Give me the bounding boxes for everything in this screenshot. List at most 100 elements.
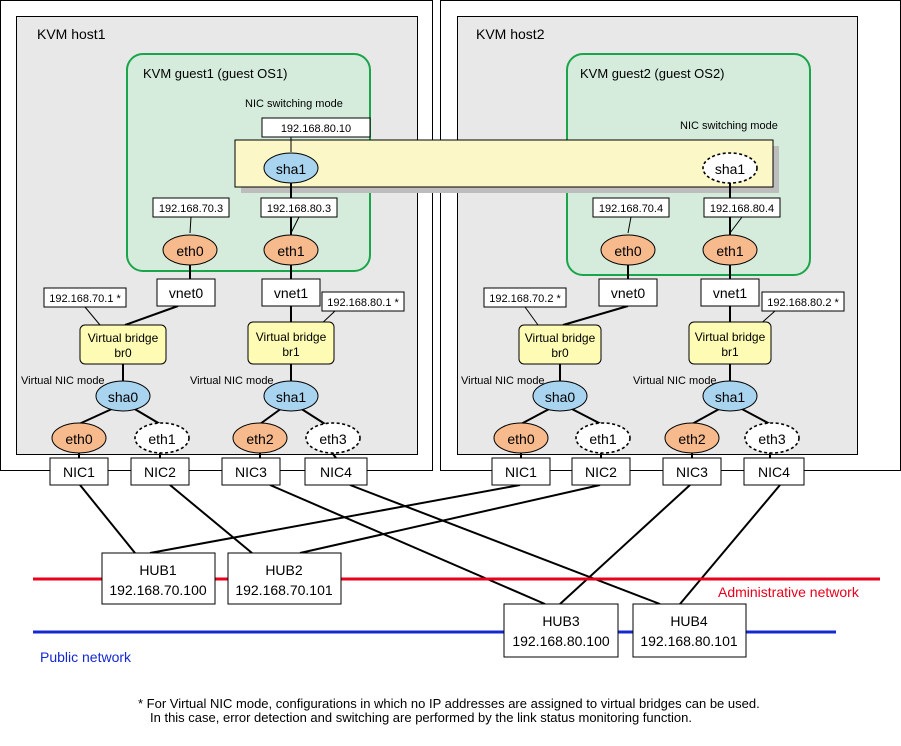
svg-text:vnet0: vnet0 (169, 285, 203, 301)
guest1-eth0-interface (162, 234, 218, 266)
guest1-eth1-ip: 192.168.80.3 (267, 203, 331, 215)
svg-text:br1: br1 (721, 345, 739, 359)
guest2-eth0-interface (600, 234, 656, 266)
hub2: HUB2 192.168.70.101 (227, 552, 342, 605)
hub3: HUB3 192.168.80.100 (503, 603, 619, 658)
host1-nics: NIC1 NIC2 NIC3 NIC4 (49, 457, 368, 486)
host2-virtual-bridge-br1 (688, 321, 772, 365)
svg-text:eth0: eth0 (507, 431, 534, 447)
svg-text:HUB4: HUB4 (670, 613, 708, 629)
hub1: HUB1 192.168.70.100 (101, 552, 216, 605)
host1-br0-ip: 192.168.70.1 * (49, 293, 121, 305)
hub4: HUB4 192.168.80.101 (632, 603, 747, 658)
host2-br1-ip: 192.168.80.2 * (767, 297, 839, 309)
svg-text:NIC4: NIC4 (320, 464, 352, 480)
svg-text:NIC3: NIC3 (235, 464, 267, 480)
svg-text:NIC2: NIC2 (144, 464, 176, 480)
svg-text:Virtual bridge: Virtual bridge (525, 331, 596, 345)
guest2-eth0-label: eth0 (614, 243, 641, 259)
nic-switching-band (234, 139, 774, 188)
svg-text:eth2: eth2 (246, 431, 273, 447)
host2-nic1 (491, 457, 551, 486)
svg-text:NIC2: NIC2 (585, 464, 617, 480)
host2-eth0-interface (493, 422, 549, 454)
guest2-nic-switching-label: NIC switching mode (680, 120, 778, 132)
svg-text:sha1: sha1 (715, 389, 746, 405)
guest1-sha1-label: sha1 (276, 161, 307, 177)
host2-eth1-interface (575, 422, 631, 454)
svg-text:vnet1: vnet1 (274, 285, 308, 301)
guest2-sha1-label: sha1 (715, 161, 746, 177)
host1-virtual-bridge-br1 (247, 321, 335, 365)
guest1-eth1-interface (263, 234, 319, 266)
svg-text:eth0: eth0 (65, 431, 92, 447)
administrative-network-label: Administrative network (718, 584, 860, 600)
svg-text:NIC1: NIC1 (505, 464, 537, 480)
host1-sha0-interface (95, 380, 151, 412)
host2-nic2 (571, 457, 631, 486)
host1-eth3-interface (305, 422, 361, 454)
guest2-title: KVM guest2 (guest OS2) (580, 66, 725, 81)
guest2-eth1-interface (702, 234, 758, 266)
svg-text:eth1: eth1 (589, 431, 616, 447)
guest1-nic-switching-label: NIC switching mode (245, 98, 343, 110)
host1-br1-ip: 192.168.80.1 * (327, 297, 399, 309)
footnote-line2: In this case, error detection and switch… (150, 710, 692, 725)
svg-text:192.168.80.101: 192.168.80.101 (640, 633, 738, 649)
svg-text:HUB2: HUB2 (265, 562, 303, 578)
host2-br0-ip: 192.168.70.2 * (489, 293, 561, 305)
host2-nics: NIC1 NIC2 NIC3 NIC4 (491, 457, 805, 486)
guest1-eth0-ip: 192.168.70.3 (159, 203, 223, 215)
host1-nic2 (130, 457, 190, 486)
host2-virtual-nic-mode-a: Virtual NIC mode (461, 375, 545, 387)
host2-eth3-interface (744, 422, 800, 454)
host1-sha1-interface (263, 380, 319, 412)
host2-nic3 (662, 457, 722, 486)
host1-virtual-nic-mode-a: Virtual NIC mode (21, 375, 105, 387)
host1-eth2-interface (232, 422, 288, 454)
nic-hub-cabling (79, 484, 781, 605)
svg-text:br0: br0 (551, 346, 569, 360)
host1-virtual-nic-mode-b: Virtual NIC mode (190, 375, 274, 387)
guest1-sha1-interface (263, 152, 319, 184)
guest2-sha1-interface (702, 152, 758, 184)
svg-text:vnet1: vnet1 (713, 285, 747, 301)
guest1-eth1-label: eth1 (277, 243, 304, 259)
guest1-title: KVM guest1 (guest OS1) (143, 66, 288, 81)
svg-text:br1: br1 (282, 345, 300, 359)
host1-nic4 (304, 457, 368, 486)
host2-vnet1 (700, 278, 760, 307)
svg-text:eth2: eth2 (678, 431, 705, 447)
svg-text:Virtual bridge: Virtual bridge (88, 331, 159, 345)
host2-eth2-interface (664, 422, 720, 454)
svg-text:NIC4: NIC4 (758, 464, 790, 480)
host1-nic1 (49, 457, 109, 486)
svg-text:eth1: eth1 (148, 431, 175, 447)
host1-eth0-interface (51, 422, 107, 454)
guest2-eth0-ip: 192.168.70.4 (599, 203, 663, 215)
svg-text:eth3: eth3 (319, 431, 346, 447)
svg-text:sha1: sha1 (276, 389, 307, 405)
svg-text:br0: br0 (114, 346, 132, 360)
host1-vnet1 (261, 278, 321, 307)
host2-virtual-bridge-br0 (518, 324, 602, 365)
host2-title: KVM host2 (476, 26, 545, 42)
guest2-eth1-label: eth1 (716, 243, 743, 259)
host2-sha1-interface (702, 380, 758, 412)
svg-text:NIC1: NIC1 (63, 464, 95, 480)
host1-eth1-interface (134, 422, 190, 454)
host2-sha0-interface (532, 380, 588, 412)
public-network-label: Public network (40, 649, 132, 665)
svg-text:NIC3: NIC3 (676, 464, 708, 480)
svg-text:Virtual bridge: Virtual bridge (695, 330, 766, 344)
host1-title: KVM host1 (37, 26, 106, 42)
host1-vnet0 (156, 278, 216, 307)
guest1-sha1-ip: 192.168.80.10 (281, 123, 351, 135)
host1-nic3 (221, 457, 281, 486)
svg-text:Virtual bridge: Virtual bridge (256, 330, 327, 344)
svg-text:HUB1: HUB1 (139, 562, 177, 578)
host2-nic4 (743, 457, 805, 486)
svg-text:eth3: eth3 (758, 431, 785, 447)
svg-text:192.168.70.100: 192.168.70.100 (109, 582, 207, 598)
